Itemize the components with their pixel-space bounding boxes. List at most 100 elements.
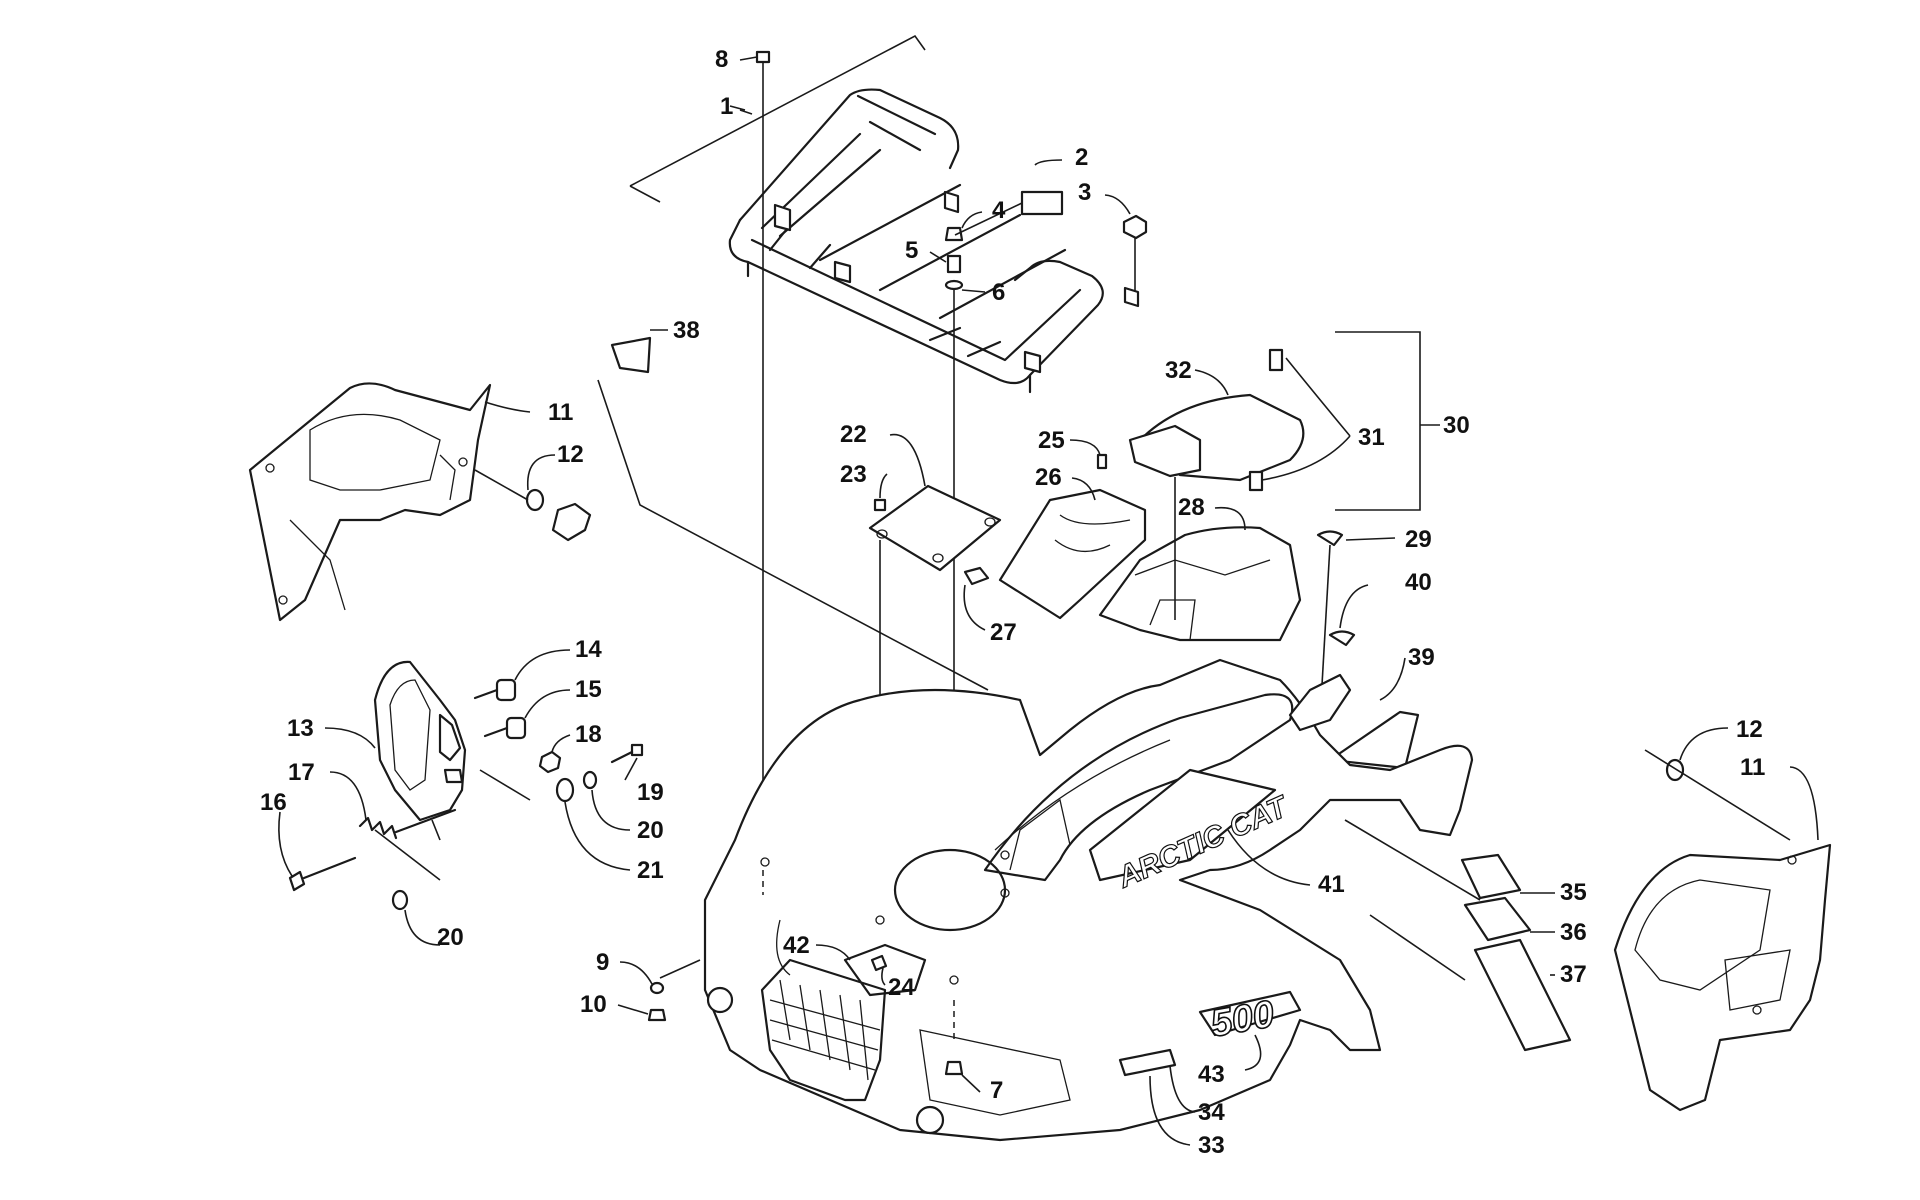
clip-24	[870, 954, 888, 972]
console-panel-26	[998, 488, 1147, 620]
bolt-8	[755, 50, 771, 860]
decal-37	[1473, 938, 1572, 1052]
callout-18: 18	[575, 721, 602, 748]
callout-27: 27	[990, 619, 1017, 646]
leader-headlight-mount	[479, 769, 531, 801]
callout-33: 33	[1198, 1132, 1225, 1159]
callout-23: 23	[840, 461, 867, 488]
model-badge-text: 500	[1207, 993, 1277, 1045]
screw-16	[288, 856, 357, 892]
callout-42: 42	[783, 932, 810, 959]
callout-20-b: 20	[437, 924, 464, 951]
callout-37: 37	[1560, 961, 1587, 988]
decal-34	[1118, 1048, 1177, 1077]
panel-42	[843, 943, 927, 997]
callout-2: 2	[1075, 144, 1088, 171]
nut-18	[538, 750, 562, 774]
leader-fender-35	[1369, 914, 1466, 981]
grommet-12-right	[1644, 749, 1791, 841]
storage-box-28	[1098, 526, 1302, 642]
bracket-30	[1335, 331, 1421, 511]
callout-12-left: 12	[557, 441, 584, 468]
bushing-21	[555, 777, 575, 803]
nut-7	[944, 1060, 964, 1076]
callout-12-right: 12	[1736, 716, 1763, 743]
front-rack	[629, 34, 1140, 394]
washer-20-lower	[391, 889, 409, 911]
washer-20	[582, 770, 598, 790]
callout-15: 15	[575, 676, 602, 703]
callout-26: 26	[1035, 464, 1062, 491]
callout-11-left: 11	[548, 399, 573, 426]
callout-30: 30	[1443, 412, 1470, 439]
side-panel-right	[1613, 843, 1832, 1112]
callout-28: 28	[1178, 494, 1205, 521]
headlight-assembly	[373, 660, 467, 841]
callouts: 1 2 3 4 5 6 7 8 9 10 11 11	[260, 46, 1819, 1159]
callout-34: 34	[1198, 1099, 1225, 1126]
brand-decal-41	[1088, 768, 1277, 882]
fog-light-right	[915, 1105, 945, 1135]
bulb-14	[473, 678, 517, 702]
callout-29: 29	[1405, 526, 1432, 553]
callout-7: 7	[990, 1077, 1003, 1104]
callout-39: 39	[1408, 644, 1435, 671]
callout-3: 3	[1078, 179, 1091, 206]
callout-11-right: 11	[1740, 754, 1765, 781]
storage-lid-32	[1128, 393, 1305, 620]
callout-4: 4	[992, 197, 1006, 224]
leader-headlight-washer	[374, 829, 441, 881]
decal-38	[610, 336, 652, 374]
bolt-19	[610, 743, 644, 764]
callout-17: 17	[288, 759, 315, 786]
grille	[760, 958, 887, 1102]
front-fender-body: 500 ARCTIC CAT	[703, 658, 1474, 1142]
leader-38	[597, 379, 989, 691]
decal-35	[1460, 853, 1522, 900]
callout-40: 40	[1405, 569, 1432, 596]
callout-31: 31	[1358, 424, 1385, 451]
bulb-15	[483, 716, 527, 740]
callout-22: 22	[840, 421, 867, 448]
callout-43: 43	[1198, 1061, 1225, 1088]
callout-35: 35	[1560, 879, 1587, 906]
washer-9	[649, 981, 665, 995]
model-badge-43	[1198, 990, 1302, 1037]
callout-32: 32	[1165, 357, 1192, 384]
callout-38: 38	[673, 317, 700, 344]
decal-39	[1328, 710, 1420, 770]
nut-3	[1122, 214, 1148, 292]
callout-25: 25	[1038, 427, 1065, 454]
callout-6: 6	[992, 279, 1005, 306]
side-panel-left	[248, 382, 492, 622]
callout-19: 19	[637, 779, 664, 806]
spring-17	[358, 808, 457, 840]
callout-14: 14	[575, 636, 602, 663]
callout-5: 5	[905, 237, 918, 264]
callout-21: 21	[637, 857, 664, 884]
leader-side-right	[1344, 819, 1481, 901]
callout-16: 16	[260, 789, 287, 816]
callout-20-a: 20	[637, 817, 664, 844]
fastener-40	[1328, 630, 1356, 647]
callout-9: 9	[596, 949, 609, 976]
decal-36	[1463, 896, 1532, 942]
callout-10: 10	[580, 991, 607, 1018]
connector-27	[963, 566, 990, 586]
latch-31	[1248, 348, 1284, 492]
nut-10	[647, 1008, 667, 1022]
screw-25	[1096, 453, 1108, 470]
callout-24: 24	[888, 974, 915, 1001]
decal-2	[1020, 190, 1064, 216]
callout-13: 13	[287, 715, 314, 742]
screw-23	[873, 498, 887, 512]
callout-41: 41	[1318, 871, 1345, 898]
callout-36: 36	[1560, 919, 1587, 946]
callout-8: 8	[715, 46, 728, 73]
callout-1: 1	[720, 93, 733, 120]
leader-bolt-9	[659, 959, 701, 979]
grommet-12-left	[474, 469, 592, 542]
fog-light-left	[706, 986, 734, 1014]
